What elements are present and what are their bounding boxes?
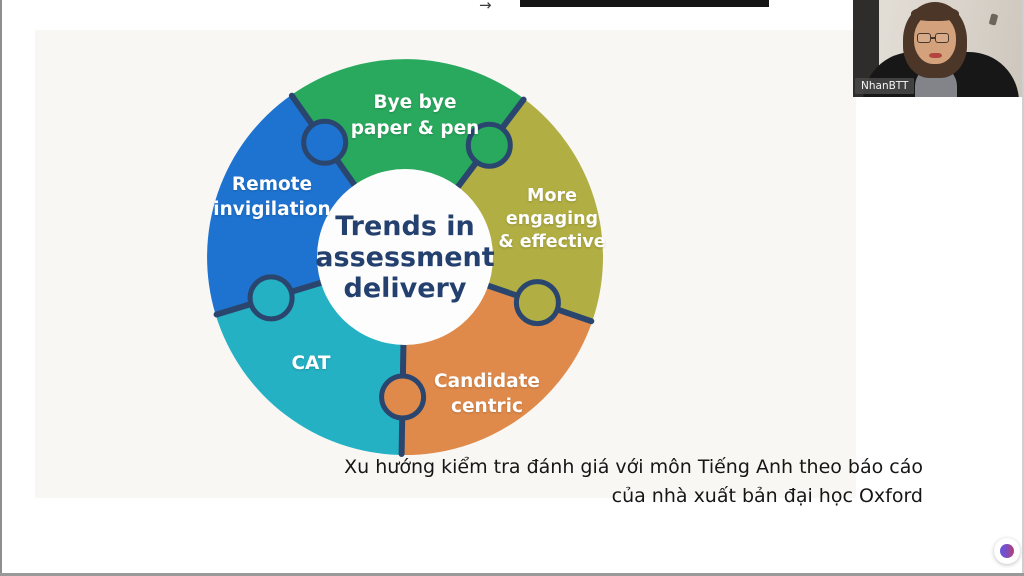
glasses-right-lens [935, 33, 949, 43]
segment-label-line: Bye bye [373, 92, 457, 113]
segment-wedge-bye-bye-paper-pen [291, 59, 525, 257]
window-border-left [0, 0, 2, 576]
caption-line: Xu hướng kiểm tra đánh giá với môn Tiếng… [344, 456, 923, 478]
widget-blob-icon [1000, 544, 1014, 558]
segment-label-line: Candidate [434, 371, 540, 392]
window-border-bottom [0, 573, 1024, 576]
segment-label-line: invigilation [213, 199, 331, 220]
segment-label-line: engaging [505, 209, 599, 229]
segment-label-bye-bye-paper-pen: Bye bye paper & pen [305, 90, 525, 142]
puzzle-knob-olive [513, 279, 561, 327]
puzzle-knob-teal [247, 274, 295, 322]
center-title-line: assessment [315, 242, 495, 273]
person-lips [929, 53, 942, 58]
glasses-left-lens [917, 33, 931, 43]
collapsed-toolbar-strip [520, 0, 769, 7]
segment-label-line: paper & pen [350, 118, 480, 139]
glasses-bridge [931, 37, 935, 39]
center-title-line: Trends in [335, 211, 475, 242]
segment-label-cat: CAT [251, 351, 371, 376]
puzzle-knob-orange [379, 373, 427, 421]
caption-line: của nhà xuất bản đại học Oxford [611, 485, 923, 507]
floating-widget-button[interactable] [994, 538, 1020, 564]
puzzle-knob-green [465, 121, 513, 169]
person-bangs [911, 6, 959, 21]
segment-label-line: & effective [498, 232, 606, 252]
window-border-right [1022, 0, 1024, 576]
assessment-trends-puzzle-diagram [207, 59, 604, 457]
center-title-line: delivery [343, 273, 467, 304]
segment-label-remote-invigilation: Remote invigilation [182, 172, 362, 222]
segment-label-line: Remote [231, 174, 313, 195]
segment-label-more-engaging-effective: More engaging & effective [462, 185, 642, 254]
segment-label-candidate-centric: Candidate centric [397, 369, 577, 419]
slide-caption: Xu hướng kiểm tra đánh giá với môn Tiếng… [323, 453, 923, 511]
diagram-center-circle [317, 169, 493, 345]
segment-label-line: centric [451, 396, 523, 417]
segment-label-line: CAT [291, 353, 331, 374]
puzzle-knob-blue [301, 118, 349, 166]
arrow-right-icon: → [479, 0, 492, 14]
webcam-tile[interactable]: NhanBTT [853, 0, 1024, 97]
participant-name-label: NhanBTT [855, 78, 915, 94]
diagram-center-title: Trends in assessment delivery [300, 211, 510, 304]
webcam-wall-mark [988, 13, 999, 26]
segment-label-line: More [527, 186, 577, 206]
